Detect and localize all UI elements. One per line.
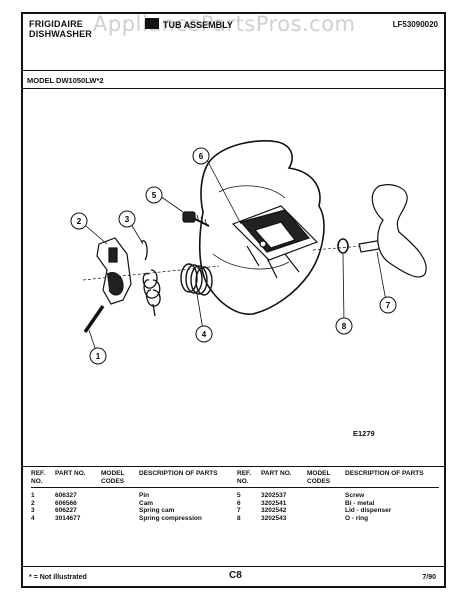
callout-5: 5: [145, 186, 163, 204]
bi-metal-part: [231, 205, 319, 279]
callout-8: 8: [335, 317, 353, 335]
watermark-text: AppliancePartsPros.com: [93, 12, 356, 36]
description: Spring compression: [139, 514, 202, 522]
table-row: 1 606327 Pin 5 3202537 Screw: [31, 492, 439, 500]
part-no: 3202543: [261, 514, 287, 522]
o-ring-part: [337, 238, 349, 254]
description: Spring cam: [139, 507, 175, 514]
ref-no: 3: [31, 507, 35, 514]
description: Bi - metal: [345, 499, 375, 507]
callout-label-4: 4: [202, 330, 207, 339]
ref-no: 2: [31, 499, 35, 507]
spring-cam-part: [140, 240, 161, 317]
model-codes: [101, 507, 139, 515]
callout-label-1: 1: [96, 352, 101, 361]
callout-label-2: 2: [77, 217, 82, 226]
footer-divider: [23, 566, 444, 567]
callout-label-5: 5: [152, 191, 157, 200]
part-no: 3202537: [261, 492, 287, 499]
col-model-codes: MODEL CODES: [101, 470, 139, 488]
spring-compression-part: [180, 263, 213, 296]
part-no: 606227: [55, 507, 77, 514]
header-title: TUB ASSEMBLY: [163, 20, 233, 30]
model-codes: [101, 492, 139, 500]
col-part: PART NO.: [55, 470, 101, 488]
table-row: 2 606566 Cam 6 3202541 Bi - metal: [31, 500, 439, 508]
exploded-view-diagram: 1 2 3 4 5 6 7 8: [70, 140, 427, 365]
table-header-row: REF. NO. PART NO. MODEL CODES DESCRIPTIO…: [31, 470, 439, 488]
model-number: MODEL DW1050LW*2: [27, 76, 104, 85]
part-no: 3202542: [261, 507, 287, 514]
model-codes: [307, 507, 345, 515]
section-code: C8: [229, 570, 242, 581]
col-ref: REF. NO.: [31, 470, 55, 488]
col-model-codes-right: MODEL CODES: [307, 470, 345, 488]
brand-logo-icon: [145, 18, 159, 29]
footnote: * = Not Illustrated: [29, 574, 87, 581]
figure-code: E1279: [353, 429, 375, 438]
ref-no: 6: [237, 499, 241, 507]
description: O - ring: [345, 514, 369, 522]
part-no: 3014677: [55, 514, 81, 522]
callout-7: 7: [379, 296, 397, 314]
col-description: DESCRIPTION OF PARTS: [139, 470, 237, 488]
ref-no: 7: [237, 507, 241, 514]
col-part-right: PART NO.: [261, 470, 307, 488]
lid-dispenser-part: [358, 184, 427, 278]
part-no: 3202541: [261, 499, 287, 507]
callout-6: 6: [192, 147, 210, 165]
col-ref-right: REF. NO.: [237, 470, 261, 488]
callout-label-3: 3: [125, 215, 130, 224]
callout-2: 2: [70, 212, 88, 230]
ref-no: 5: [237, 492, 241, 499]
header-divider: [23, 70, 444, 71]
model-codes: [101, 500, 139, 508]
part-no: 606566: [55, 499, 77, 507]
table-row: 3 606227 Spring cam 7 3202542 Lid - disp…: [31, 507, 439, 515]
model-codes: [101, 515, 139, 523]
ref-no: 4: [31, 514, 35, 522]
part-no: 606327: [55, 492, 77, 499]
table-row: 4 3014677 Spring compression 8 3202543 O…: [31, 515, 439, 523]
model-codes: [307, 492, 345, 500]
description: Screw: [345, 492, 365, 499]
callout-3: 3: [118, 210, 136, 228]
revision-date: 7/90: [422, 574, 436, 581]
model-divider: [23, 88, 444, 89]
pin-part: [83, 305, 105, 333]
description: Cam: [139, 499, 154, 507]
ref-no: 8: [237, 514, 241, 522]
screw-part: [182, 211, 210, 227]
table-top-divider: [23, 466, 444, 467]
description: Lid - dispenser: [345, 507, 392, 514]
doc-code: LF53090020: [392, 20, 438, 29]
callout-label-6: 6: [199, 152, 204, 161]
callout-4: 4: [195, 325, 213, 343]
parts-diagram-page: AppliancePartsPros.com FRIGIDAIRE DISHWA…: [21, 12, 446, 588]
col-description-right: DESCRIPTION OF PARTS: [345, 470, 439, 488]
ref-no: 1: [31, 492, 35, 499]
parts-table: REF. NO. PART NO. MODEL CODES DESCRIPTIO…: [31, 470, 439, 522]
model-codes: [307, 500, 345, 508]
product-name: DISHWASHER: [29, 29, 93, 39]
callout-1: 1: [89, 347, 107, 365]
cam-part: [96, 237, 132, 305]
callout-label-8: 8: [342, 322, 347, 331]
leader-lines: [85, 155, 387, 352]
callout-label-7: 7: [386, 301, 391, 310]
header-brand-block: FRIGIDAIRE DISHWASHER: [29, 19, 92, 39]
brand-name: FRIGIDAIRE: [29, 19, 84, 29]
description: Pin: [139, 492, 150, 499]
model-codes: [307, 515, 345, 523]
